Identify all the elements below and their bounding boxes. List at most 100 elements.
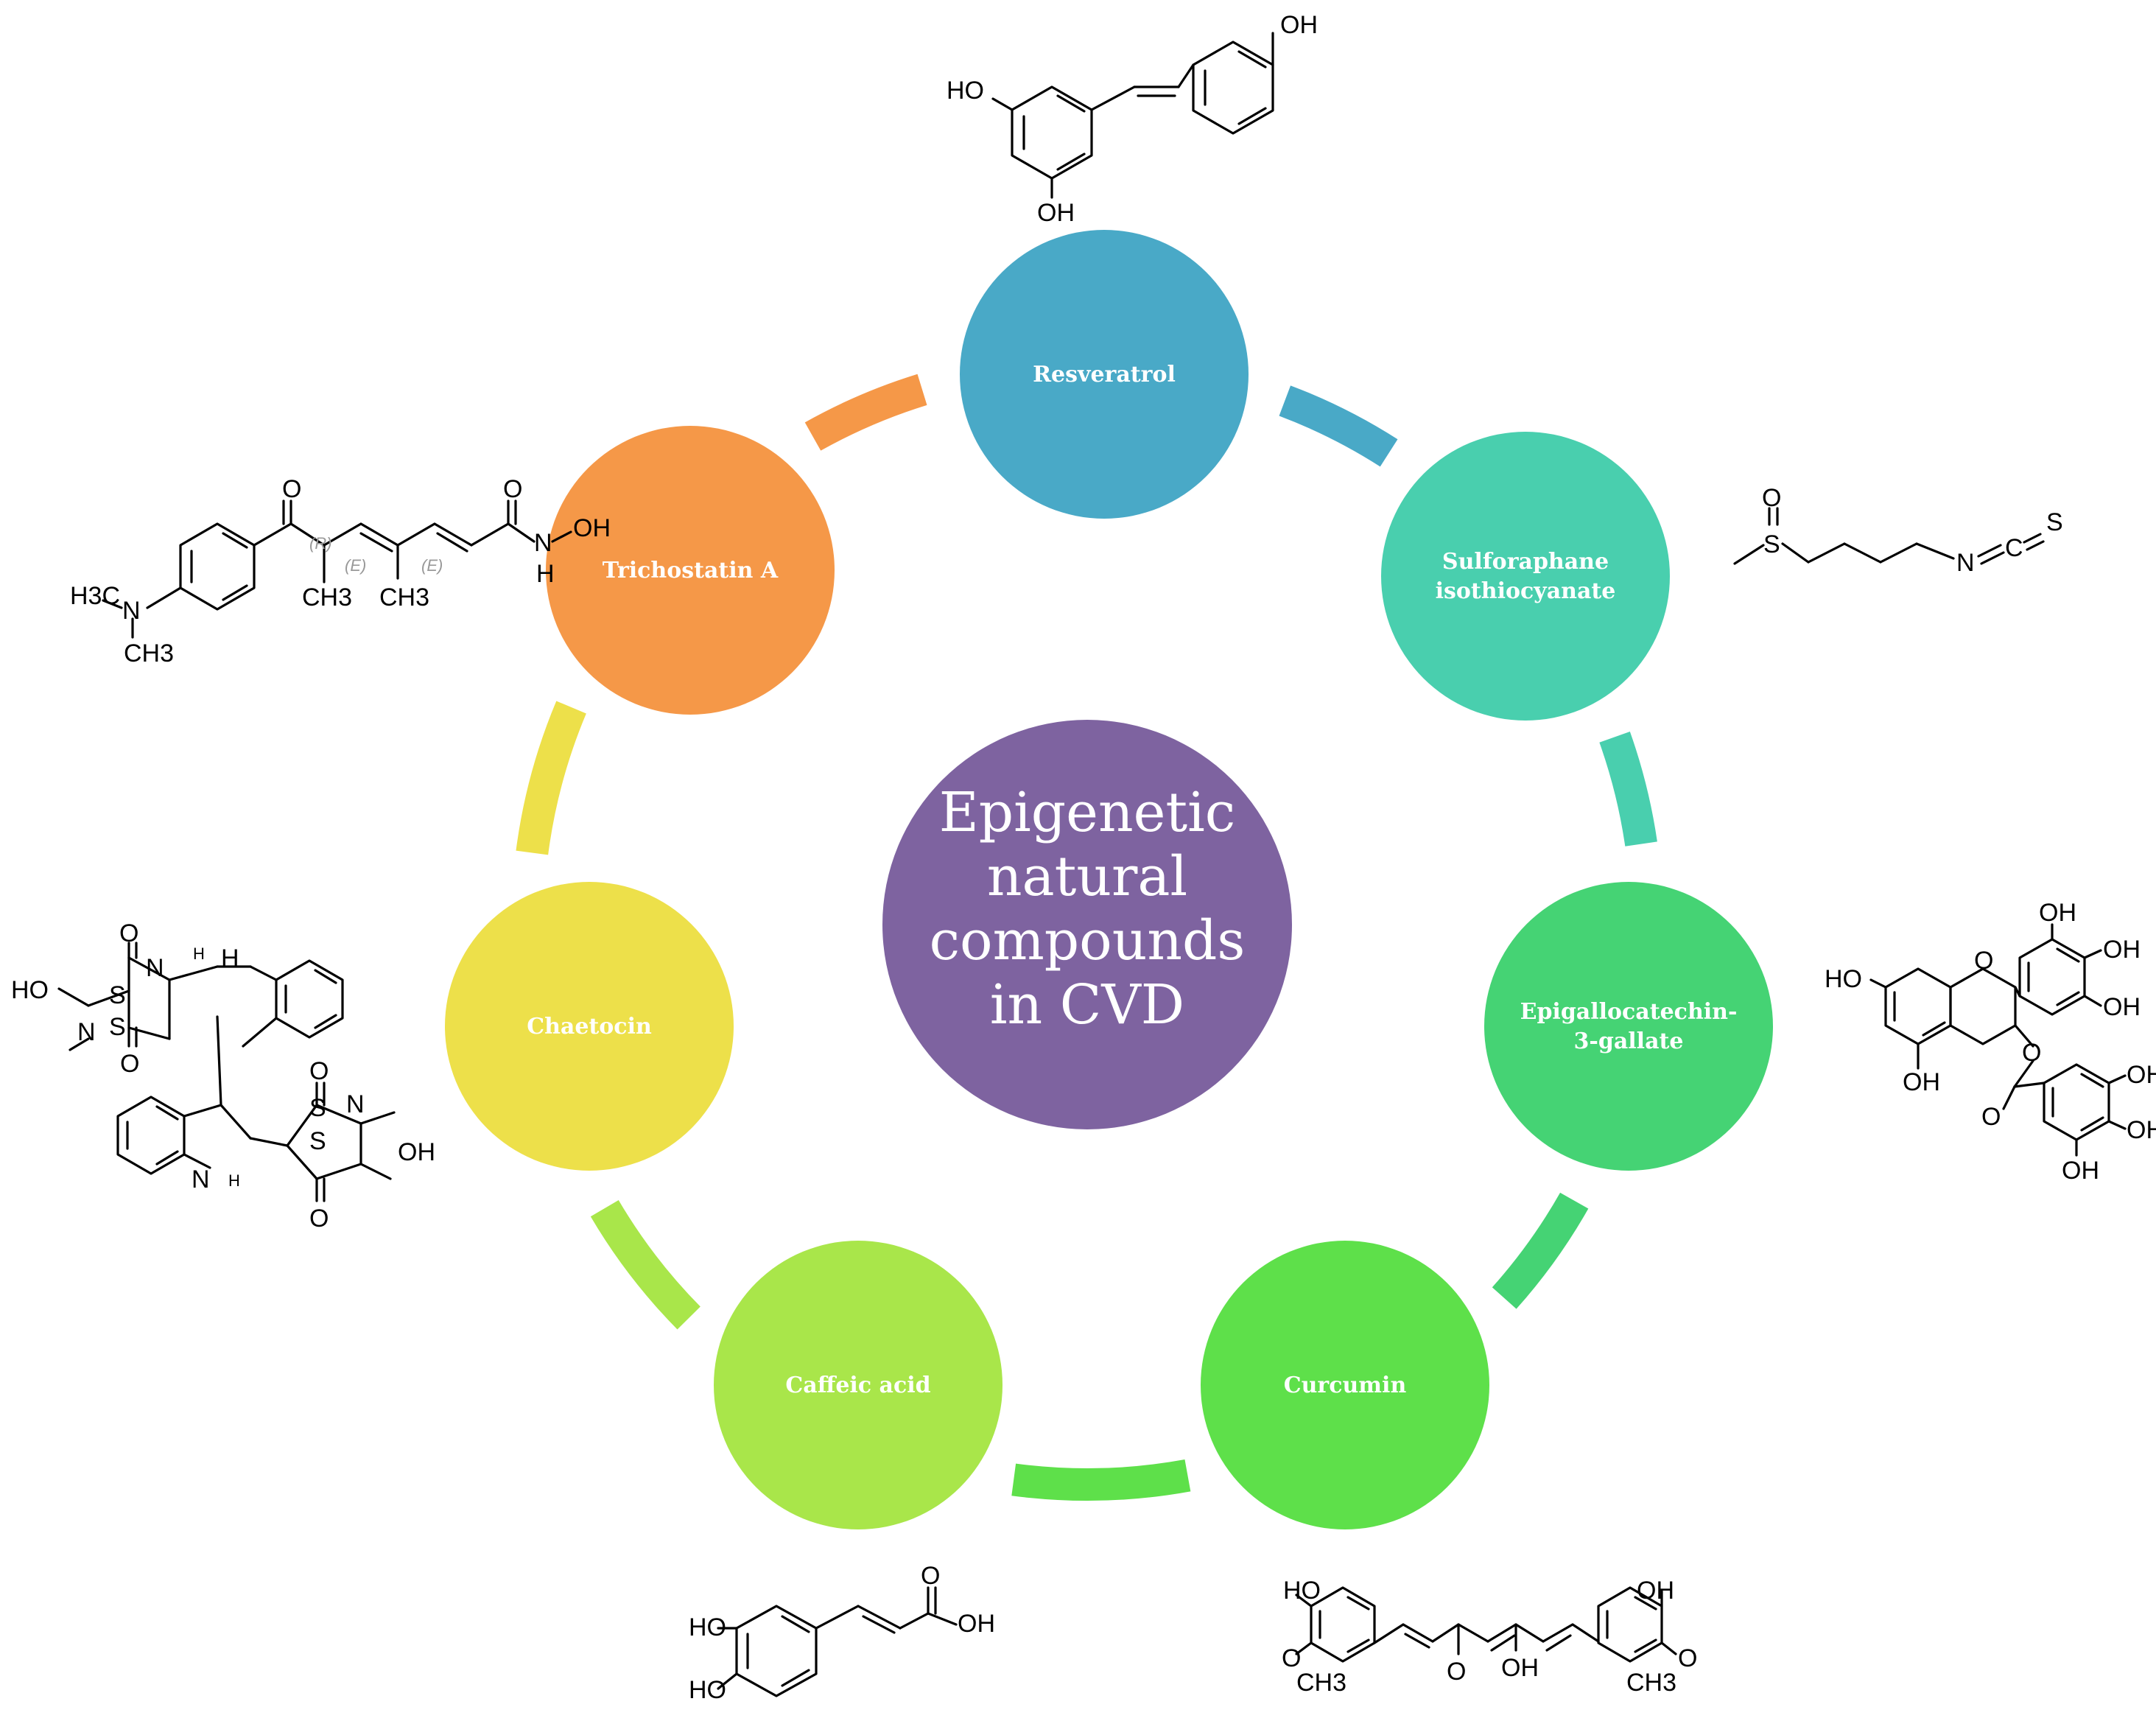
chaetocin-oh: OH bbox=[398, 1138, 435, 1166]
node-curcumin: Curcumin bbox=[1201, 1241, 1489, 1529]
egcg-oh-5: OH bbox=[2127, 1061, 2156, 1089]
chaetocin-o-2: O bbox=[120, 1050, 139, 1078]
caffeic-o: O bbox=[921, 1562, 940, 1590]
trichostatin-ch3-a: CH3 bbox=[124, 639, 174, 667]
chaetocin-n-1: N bbox=[146, 954, 164, 982]
structure-trichostatin-a: O O N OH H H3C N CH3 CH3 CH3 (R) (E) (E) bbox=[70, 475, 611, 667]
egcg-oh-1: OH bbox=[2039, 899, 2076, 927]
structure-resveratrol: OH HO OH bbox=[947, 11, 1318, 227]
structure-curcumin: HO OH O CH3 O OH O CH3 bbox=[1282, 1577, 1697, 1697]
ring-connectors bbox=[516, 374, 1657, 1501]
caffeic-ho-2: HO bbox=[689, 1676, 726, 1704]
node-label-resveratrol: Resveratrol bbox=[1033, 362, 1176, 388]
node-egcg: Epigallocatechin- 3-gallate bbox=[1484, 882, 1773, 1171]
trichostatin-o1: O bbox=[282, 475, 301, 503]
node-circle-egcg bbox=[1484, 882, 1773, 1171]
curcumin-ch3-1: CH3 bbox=[1296, 1669, 1346, 1697]
center-title-line-2: natural bbox=[987, 845, 1187, 908]
chaetocin-s-4: S bbox=[309, 1127, 326, 1155]
egcg-o-carbonyl: O bbox=[1981, 1103, 2001, 1131]
ring-connector-trichostatin-a bbox=[804, 374, 927, 451]
trichostatin-e-label-1: (E) bbox=[345, 556, 366, 575]
resveratrol-oh-top: OH bbox=[1280, 11, 1318, 39]
trichostatin-ch3-c: CH3 bbox=[379, 583, 429, 611]
ring-connector-curcumin bbox=[1011, 1459, 1191, 1501]
ring-connector-chaetocin bbox=[516, 701, 586, 855]
chaetocin-o-4: O bbox=[309, 1205, 329, 1233]
trichostatin-o2: O bbox=[503, 475, 522, 503]
egcg-o-ester: O bbox=[2022, 1039, 2041, 1067]
sulforaphane-s2: S bbox=[2046, 508, 2063, 536]
sulforaphane-n: N bbox=[1956, 549, 1975, 577]
chaetocin-s-2: S bbox=[109, 1013, 126, 1041]
node-circle-chaetocin bbox=[445, 882, 734, 1171]
node-circle-caffeic-acid bbox=[714, 1241, 1002, 1529]
curcumin-oh-enol: OH bbox=[1501, 1654, 1539, 1682]
resveratrol-ho-left: HO bbox=[947, 77, 984, 105]
trichostatin-h3c: H3C bbox=[70, 582, 120, 610]
sulforaphane-o: O bbox=[1762, 484, 1781, 512]
node-chaetocin: Chaetocin bbox=[445, 882, 734, 1171]
chaetocin-s-1: S bbox=[109, 981, 126, 1009]
sulforaphane-c: C bbox=[2005, 534, 2023, 562]
structure-sulforaphane: O S N C S bbox=[1733, 484, 2063, 577]
node-resveratrol: Resveratrol bbox=[960, 230, 1249, 519]
trichostatin-n: N bbox=[534, 529, 552, 557]
chaetocin-n-3: N bbox=[346, 1090, 365, 1118]
node-circle-resveratrol bbox=[960, 230, 1249, 519]
chaetocin-h-1: H bbox=[193, 944, 205, 963]
node-label-curcumin: Curcumin bbox=[1284, 1373, 1407, 1398]
egcg-oh-3: OH bbox=[2103, 993, 2141, 1021]
ring-connector-egcg bbox=[1492, 1192, 1589, 1309]
center-title-line-4: in CVD bbox=[990, 973, 1184, 1037]
curcumin-o-2: O bbox=[1678, 1644, 1697, 1672]
caffeic-ho-1: HO bbox=[689, 1613, 726, 1641]
chaetocin-h-2: H bbox=[228, 1171, 240, 1190]
node-sulforaphane: Sulforaphane isothiocyanate bbox=[1381, 432, 1670, 721]
node-label-sulforaphane-1: Sulforaphane bbox=[1442, 549, 1609, 575]
curcumin-oh-1: OH bbox=[1637, 1577, 1674, 1605]
node-circle-sulforaphane bbox=[1381, 432, 1670, 721]
node-trichostatin-a: Trichostatin A bbox=[546, 426, 835, 715]
egcg-oh-2: OH bbox=[2103, 936, 2141, 964]
trichostatin-n2: N bbox=[122, 597, 141, 625]
chaetocin-o-1: O bbox=[119, 919, 138, 947]
trichostatin-e-label-2: (E) bbox=[421, 556, 443, 575]
chaetocin-nh-1: H bbox=[221, 944, 239, 972]
center-node: Epigenetic natural compounds in CVD bbox=[882, 720, 1292, 1129]
egcg-o-ring: O bbox=[1974, 947, 1993, 975]
center-title-line-1: Epigenetic bbox=[939, 781, 1236, 844]
ring-connector-resveratrol bbox=[1279, 385, 1398, 467]
sulforaphane-s: S bbox=[1763, 530, 1780, 558]
trichostatin-ch3-b: CH3 bbox=[302, 583, 352, 611]
structure-egcg: OH OH HO O OH O OH O OH OH OH bbox=[1825, 899, 2156, 1185]
curcumin-o-1: O bbox=[1282, 1644, 1301, 1672]
structure-caffeic-acid: O OH HO HO bbox=[689, 1562, 995, 1704]
curcumin-ho: HO bbox=[1283, 1577, 1321, 1605]
ring-connector-caffeic-acid bbox=[590, 1199, 700, 1330]
trichostatin-oh: OH bbox=[573, 514, 611, 542]
egcg-ho: HO bbox=[1825, 965, 1862, 993]
center-circle bbox=[882, 720, 1292, 1129]
chaetocin-ho: HO bbox=[11, 976, 49, 1004]
egcg-oh-7: OH bbox=[2062, 1157, 2099, 1185]
curcumin-ch3-2: CH3 bbox=[1626, 1669, 1676, 1697]
trichostatin-r-label: (R) bbox=[309, 534, 332, 553]
resveratrol-oh-bottom: OH bbox=[1037, 199, 1075, 227]
node-caffeic-acid: Caffeic acid bbox=[714, 1241, 1002, 1529]
node-label-sulforaphane-2: isothiocyanate bbox=[1436, 578, 1616, 604]
trichostatin-h: H bbox=[536, 560, 555, 588]
curcumin-o-ketone: O bbox=[1447, 1658, 1466, 1686]
node-label-caffeic-acid: Caffeic acid bbox=[785, 1373, 930, 1398]
chaetocin-nh-2: N bbox=[192, 1166, 210, 1194]
caffeic-oh: OH bbox=[958, 1610, 995, 1638]
structure-chaetocin: O H H N HO S S N O O S S N OH H N O bbox=[11, 919, 435, 1233]
node-label-chaetocin: Chaetocin bbox=[527, 1014, 652, 1040]
chaetocin-n-2: N bbox=[77, 1018, 96, 1046]
ring-connector-sulforaphane bbox=[1599, 732, 1657, 847]
chaetocin-s-3: S bbox=[309, 1094, 326, 1122]
node-circle-trichostatin-a bbox=[546, 426, 835, 715]
chaetocin-o-3: O bbox=[309, 1057, 329, 1085]
egcg-oh-6: OH bbox=[2127, 1116, 2156, 1144]
center-title-line-3: compounds bbox=[930, 909, 1246, 972]
